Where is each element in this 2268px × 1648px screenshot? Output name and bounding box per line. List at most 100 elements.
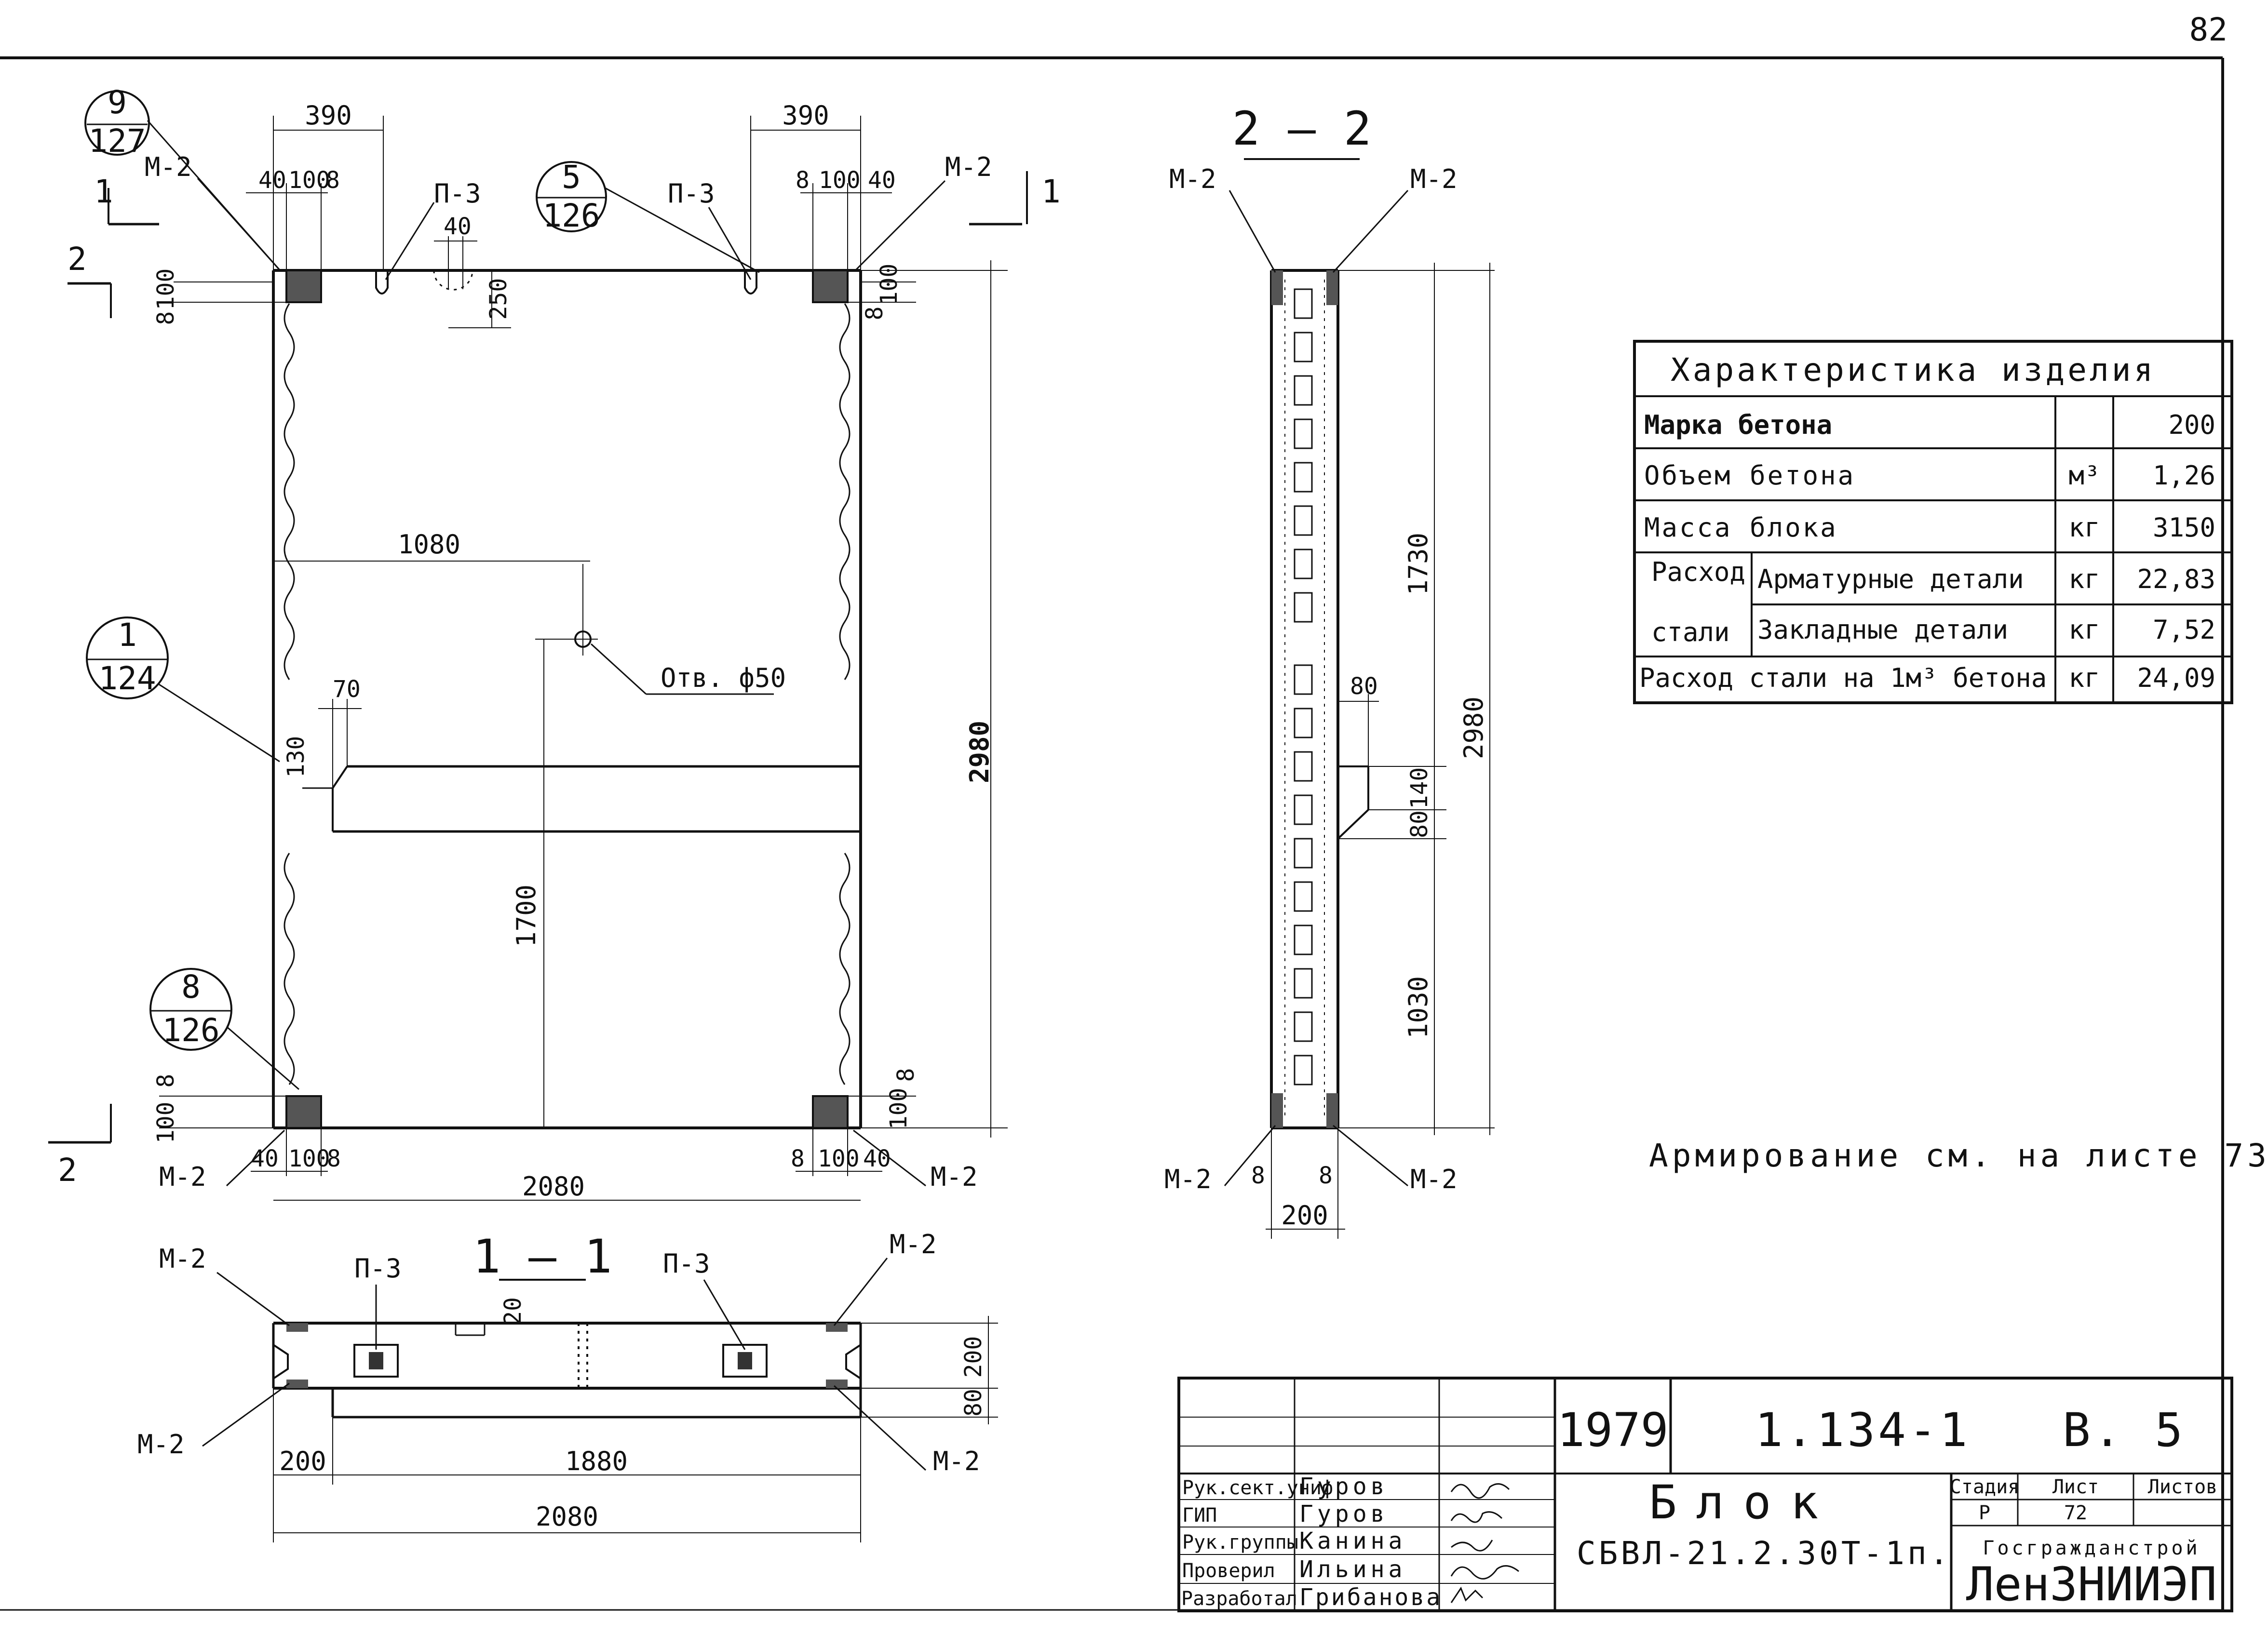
section-mark-1: 1 1 [94,171,1061,226]
spec-row-unit: м³ [2068,460,2100,491]
dim-8-vert: 8 [861,307,888,321]
signature-name: Гуров [1299,1473,1389,1500]
m2-label: М-2 [1410,164,1458,194]
m2-label: М-2 [1169,164,1216,194]
svg-text:1: 1 [1041,173,1061,210]
plan-view: Отв. ф50 390 390 40 100 8 8 100 40 40 25… [48,84,1061,1202]
svg-text:9: 9 [108,84,127,121]
svg-text:8: 8 [181,968,201,1005]
svg-text:2: 2 [58,1152,77,1189]
m2-label: М-2 [159,1244,206,1274]
spec-row-label: Марка бетона [1644,410,1832,440]
right-joint-key [839,303,850,1085]
section-2-2-plates [1271,270,1338,1128]
section-1-1-outline [272,1322,862,1419]
spec-row-value: 1,26 [2153,460,2215,491]
p3-label: П-3 [668,178,715,209]
dim-100: 100 [819,167,861,194]
section-1-1-plates [286,1323,848,1388]
section-2-2-keys [1294,288,1313,1085]
spec-row-label: Масса блока [1644,512,1838,543]
title-block: 1979 1.134-1 В. 5 Блок СБВЛ-21.2.30Т-1п.… [1177,1377,2233,1612]
callout-5-126: 5 126 [536,159,760,273]
dim-100-vert: 100 [876,264,903,306]
dim-100-vert: 100 [152,268,179,310]
dim-80: 80 [1350,673,1378,700]
dim-8: 8 [791,1145,805,1172]
dim-8: 8 [796,167,810,194]
dim-top-left: 390 [305,100,352,131]
spec-row-value: 3150 [2153,512,2215,543]
dim-1030: 1030 [1403,976,1433,1039]
hole-outline [433,270,473,291]
spec-table-title: Характеристика изделия [1671,351,2156,389]
dim-200: 200 [960,1336,987,1378]
lifting-loop-p3 [375,270,757,295]
svg-text:126: 126 [542,197,600,234]
dim-8: 8 [1251,1162,1265,1189]
dim-1880: 1880 [565,1446,628,1476]
spec-row-label: Расход стали на 1м³ бетона [1639,663,2047,693]
dim-100: 100 [288,167,330,194]
dim-130: 130 [283,736,310,778]
m2-label: М-2 [945,152,992,182]
svg-text:1: 1 [94,173,113,210]
m2-label: М-2 [933,1446,980,1476]
dim-80: 80 [1406,810,1433,838]
org-name: Госгражданстрой [1983,1537,2200,1559]
signature-name: Канина [1299,1527,1406,1554]
spec-row-value: 7,52 [2153,615,2215,645]
spec-group-label: стали [1651,617,1730,647]
sheet-number: 82 [2189,11,2228,48]
hole-marker [535,564,774,695]
signature-role: Проверил [1182,1560,1275,1582]
section-mark-2: 2 2 [48,241,112,1189]
section-1-1: 1 — 1 [137,1229,998,1542]
dim-40: 40 [868,167,896,194]
hole-label: Отв. ф50 [661,663,786,693]
dim-8-vert: 8 [152,311,179,325]
dim-100: 100 [288,1145,330,1172]
signature-name: Гуров [1299,1501,1389,1527]
signature-role: Разработал [1181,1588,1297,1610]
title-year: 1979 [1557,1403,1668,1457]
signature-role: ГИП [1182,1504,1217,1527]
stage-header: Стадия [1950,1476,2020,1498]
title-product: Блок [1649,1475,1837,1529]
panel-outline [272,269,862,1129]
m2-label: М-2 [145,152,192,182]
dim-8: 8 [1319,1162,1333,1189]
dim-200: 200 [1281,1200,1328,1231]
handwritten-signatures [1450,1483,1519,1603]
dim-100-8-vert: 100 8 [152,1074,179,1144]
signature-role: Рук.сект.униф [1182,1477,1333,1499]
section-1-1-title: 1 — 1 [473,1230,612,1284]
spec-row-value: 200 [2168,410,2215,440]
m2-label: М-2 [931,1162,978,1192]
spec-row-label: Объем бетона [1644,460,1855,491]
signature-role: Рук.группы [1182,1531,1298,1554]
callout-1-124: 1 124 [86,616,280,763]
dim-40: 40 [258,167,286,194]
dim-hole-250: 250 [485,278,512,320]
svg-text:126: 126 [162,1012,219,1049]
spec-row-label: Закладные детали [1757,615,2008,645]
spec-row-value: 22,83 [2137,564,2215,594]
dim-8: 8 [327,1145,341,1172]
callout-9-127: 9 127 [84,84,281,270]
title-doc-code: 1.134-1 В. 5 [1755,1403,2186,1457]
m2-label: М-2 [159,1162,206,1192]
dim-80: 80 [960,1389,987,1417]
dim-1730: 1730 [1403,533,1433,595]
callout-8-126: 8 126 [149,968,299,1090]
dim-2980: 2980 [1458,697,1489,759]
dim-hole-40: 40 [444,213,472,240]
svg-text:124: 124 [98,660,156,697]
dim-8: 8 [326,167,340,194]
dim-2080: 2080 [522,1171,585,1202]
signature-name: Грибанова [1299,1584,1442,1611]
dim-2080: 2080 [536,1501,598,1532]
sheet-header: Лист [2052,1476,2099,1498]
dim-1080: 1080 [398,529,460,560]
